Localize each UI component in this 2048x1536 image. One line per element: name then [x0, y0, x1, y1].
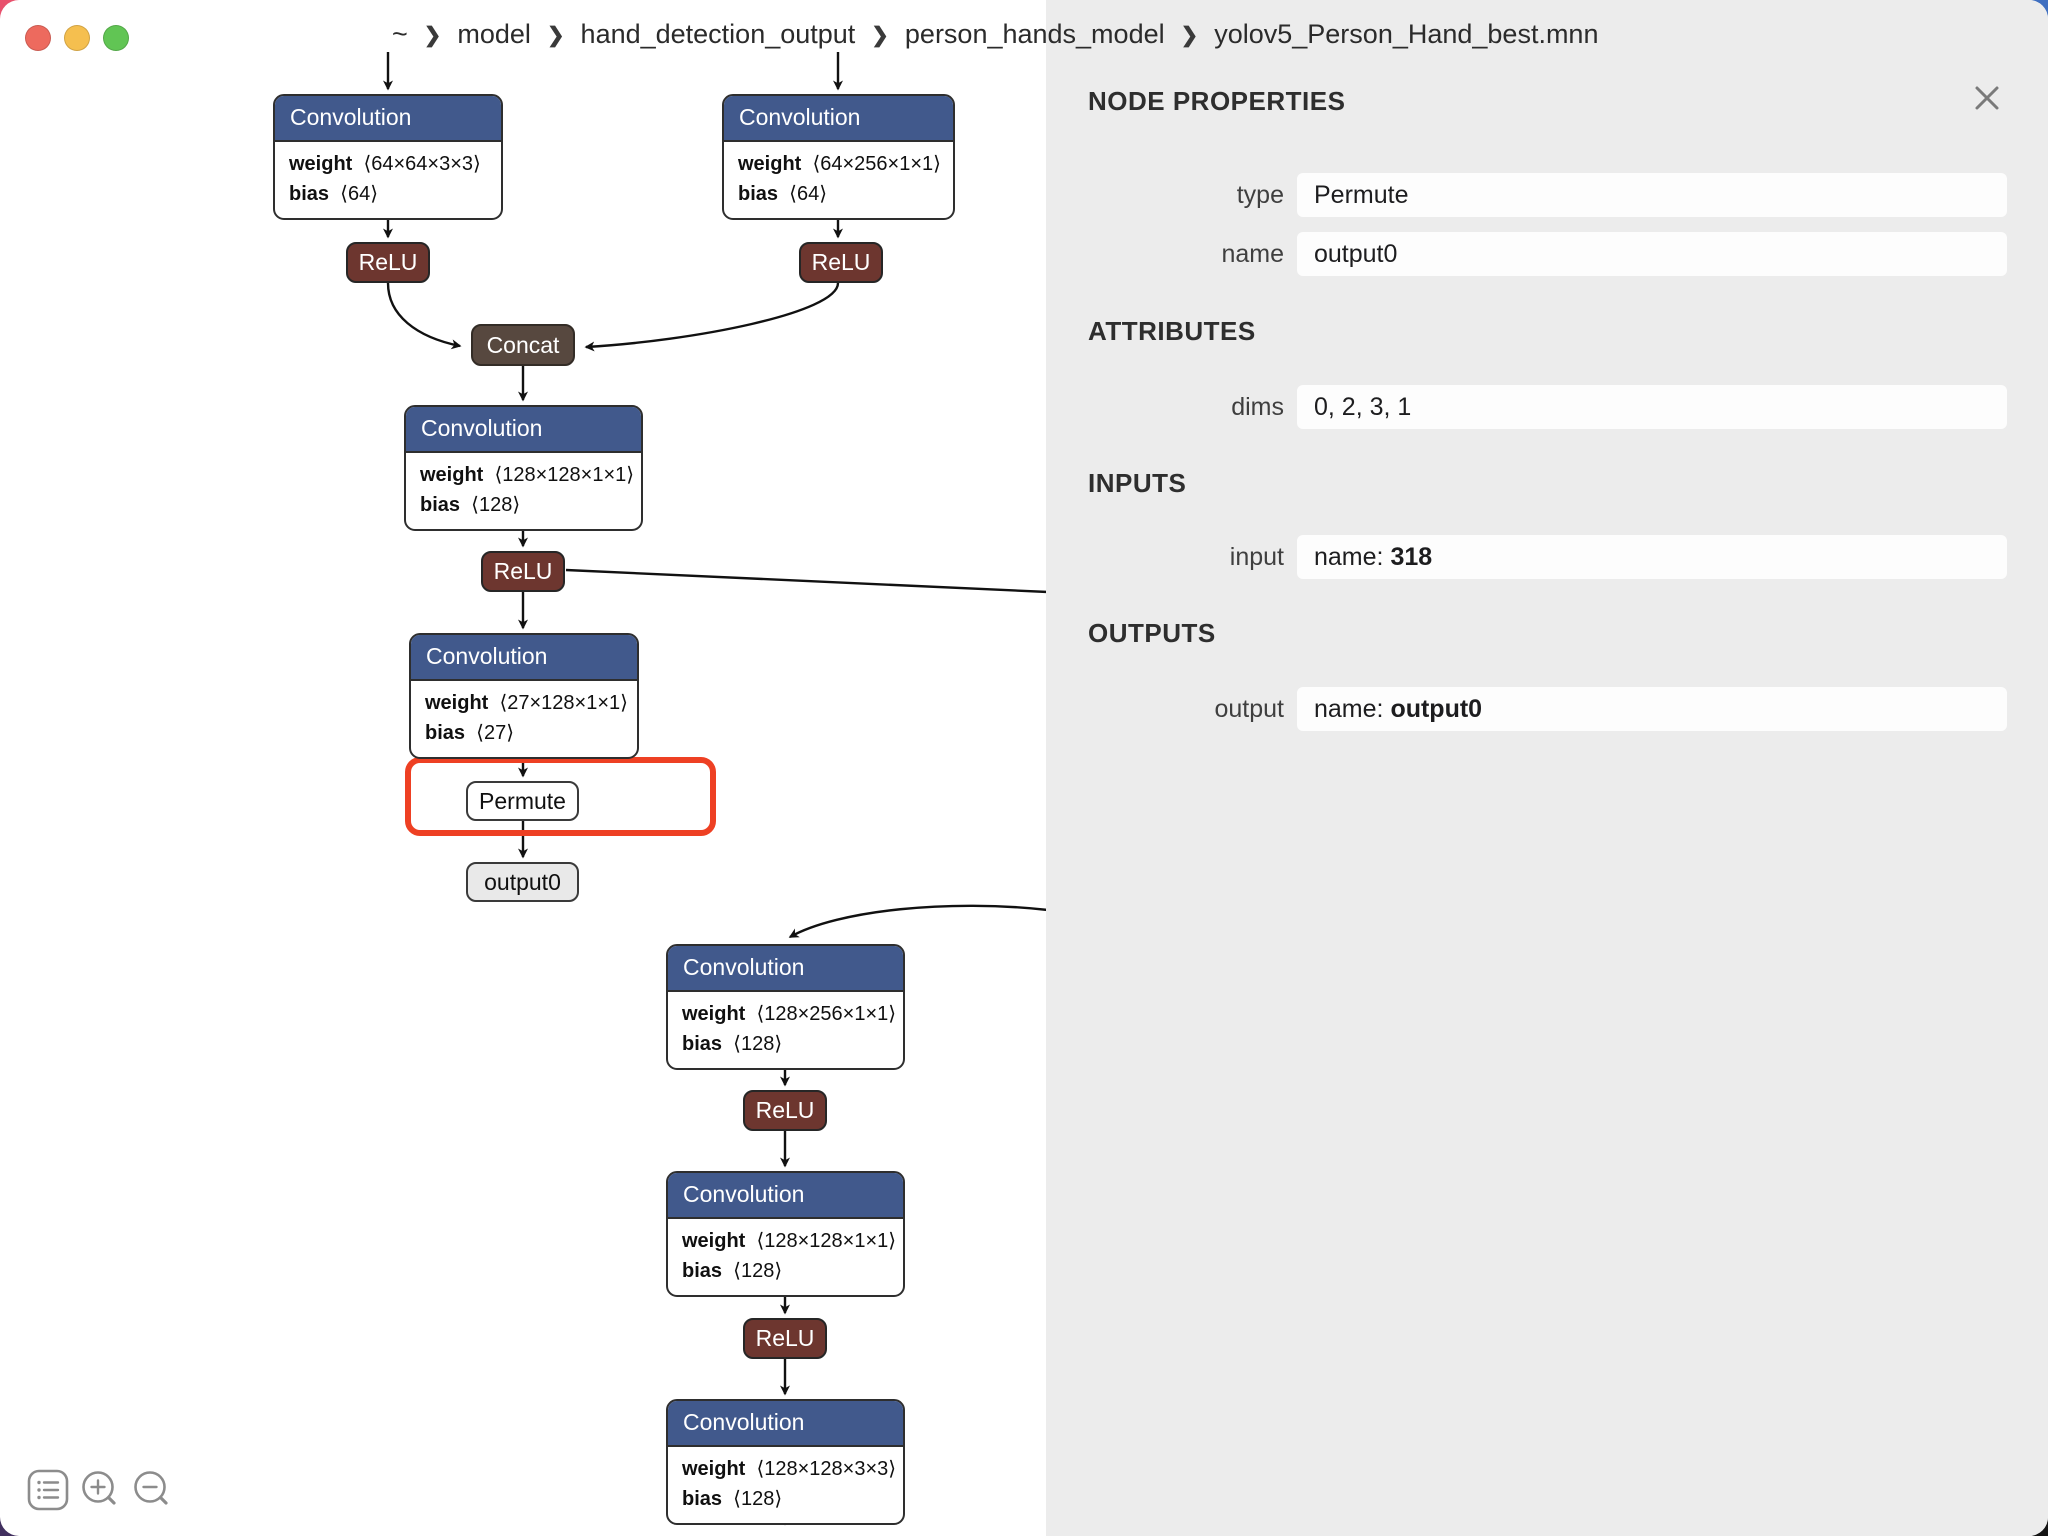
node-type-label: Convolution — [668, 946, 903, 992]
graph-node-conv4[interactable]: Convolution weight ⟨27×128×1×1⟩bias ⟨27⟩ — [409, 633, 639, 759]
node-type-label: Convolution — [275, 96, 501, 142]
minimize-window-button[interactable] — [64, 25, 90, 51]
node-type-label: Convolution — [724, 96, 953, 142]
node-attributes: weight ⟨128×128×3×3⟩bias ⟨128⟩ — [682, 1458, 897, 1510]
node-type-label: Convolution — [411, 635, 637, 681]
input-name-prefix: name: — [1314, 543, 1391, 571]
type-field[interactable]: Permute — [1297, 173, 2007, 217]
graph-node-conv2[interactable]: Convolution weight ⟨64×256×1×1⟩bias ⟨64⟩ — [722, 94, 955, 220]
name-label: name — [1221, 240, 1284, 268]
breadcrumb-item[interactable]: yolov5_Person_Hand_best.mnn — [1214, 18, 1599, 49]
graph-node-relu4[interactable]: ReLU — [743, 1090, 827, 1131]
attributes-section-header: ATTRIBUTES — [1088, 316, 1256, 346]
breadcrumb-separator-icon: ❯ — [423, 23, 442, 47]
graph-node-concat[interactable]: Concat — [471, 324, 575, 366]
breadcrumb-separator-icon: ❯ — [871, 23, 889, 47]
dims-field[interactable]: 0, 2, 3, 1 — [1297, 385, 2007, 429]
zoom-in-icon — [82, 1471, 116, 1505]
graph-node-relu5[interactable]: ReLU — [743, 1318, 827, 1359]
graph-node-conv5[interactable]: Convolution weight ⟨128×256×1×1⟩bias ⟨128… — [666, 944, 905, 1070]
inputs-section-header: INPUTS — [1088, 468, 1187, 498]
node-attributes: weight ⟨64×64×3×3⟩bias ⟨64⟩ — [289, 153, 481, 205]
graph-node-output0[interactable]: output0 — [466, 862, 579, 902]
breadcrumb-item[interactable]: person_hands_model — [904, 18, 1165, 49]
breadcrumb: ~ ❯ model ❯ hand_detection_output ❯ person_han… — [392, 13, 1598, 55]
node-attributes: weight ⟨128×128×1×1⟩bias ⟨128⟩ — [420, 464, 635, 516]
zoom-out-button[interactable] — [131, 1469, 173, 1511]
graph-node-conv6[interactable]: Convolution weight ⟨128×128×1×1⟩bias ⟨128… — [666, 1171, 905, 1297]
node-type-label: Convolution — [668, 1401, 903, 1447]
graph-edge — [584, 282, 840, 352]
node-attributes: weight ⟨128×128×1×1⟩bias ⟨128⟩ — [682, 1230, 897, 1282]
graph-node-permute[interactable]: Permute — [466, 781, 579, 821]
output-label: output — [1214, 695, 1284, 723]
selected-node-highlight — [405, 757, 716, 836]
node-properties-panel: NODE PROPERTIES type Permute name output… — [1046, 0, 2048, 1536]
input-name-value: 318 — [1390, 543, 1433, 571]
input-field[interactable]: name: 318 — [1297, 535, 2007, 579]
zoom-window-button[interactable] — [103, 25, 129, 51]
type-label: type — [1236, 181, 1284, 209]
graph-node-relu3[interactable]: ReLU — [481, 551, 565, 592]
window-controls — [25, 25, 129, 51]
node-attributes: weight ⟨64×256×1×1⟩bias ⟨64⟩ — [738, 153, 941, 205]
outline-list-icon — [27, 1469, 69, 1511]
graph-edge — [386, 282, 462, 350]
node-attributes: weight ⟨27×128×1×1⟩bias ⟨27⟩ — [425, 692, 628, 744]
graph-node-relu2[interactable]: ReLU — [799, 242, 883, 283]
dims-label: dims — [1231, 393, 1284, 421]
panel-title: NODE PROPERTIES — [1088, 86, 1346, 116]
graph-toolbar — [27, 1469, 173, 1511]
graph-edge — [565, 568, 1049, 594]
breadcrumb-item[interactable]: ~ — [392, 18, 408, 49]
graph-edge — [788, 904, 1049, 939]
node-type-label: Convolution — [406, 407, 641, 453]
breadcrumb-separator-icon: ❯ — [546, 23, 565, 47]
graph-node-relu1[interactable]: ReLU — [346, 242, 430, 283]
output-name-value: output0 — [1390, 695, 1483, 723]
close-icon — [1975, 86, 1999, 110]
zoom-in-button[interactable] — [79, 1469, 121, 1511]
output-name-prefix: name: — [1314, 695, 1391, 723]
close-panel-button[interactable] — [1967, 78, 2007, 118]
close-window-button[interactable] — [25, 25, 51, 51]
node-type-label: Convolution — [668, 1173, 903, 1219]
graph-node-conv3[interactable]: Convolution weight ⟨128×128×1×1⟩bias ⟨128… — [404, 405, 643, 531]
graph-node-conv1[interactable]: Convolution weight ⟨64×64×3×3⟩bias ⟨64⟩ — [273, 94, 503, 220]
node-attributes: weight ⟨128×256×1×1⟩bias ⟨128⟩ — [682, 1003, 897, 1055]
breadcrumb-item[interactable]: model — [457, 18, 531, 49]
breadcrumb-separator-icon: ❯ — [1180, 23, 1199, 47]
graph-node-conv7[interactable]: Convolution weight ⟨128×128×3×3⟩bias ⟨128… — [666, 1399, 905, 1525]
input-label: input — [1229, 543, 1284, 571]
outputs-section-header: OUTPUTS — [1088, 618, 1216, 648]
zoom-out-icon — [134, 1471, 168, 1505]
name-field[interactable]: output0 — [1297, 232, 2007, 276]
model-outline-button[interactable] — [27, 1469, 69, 1511]
breadcrumb-item[interactable]: hand_detection_output — [580, 18, 856, 49]
output-field[interactable]: name: output0 — [1297, 687, 2007, 731]
